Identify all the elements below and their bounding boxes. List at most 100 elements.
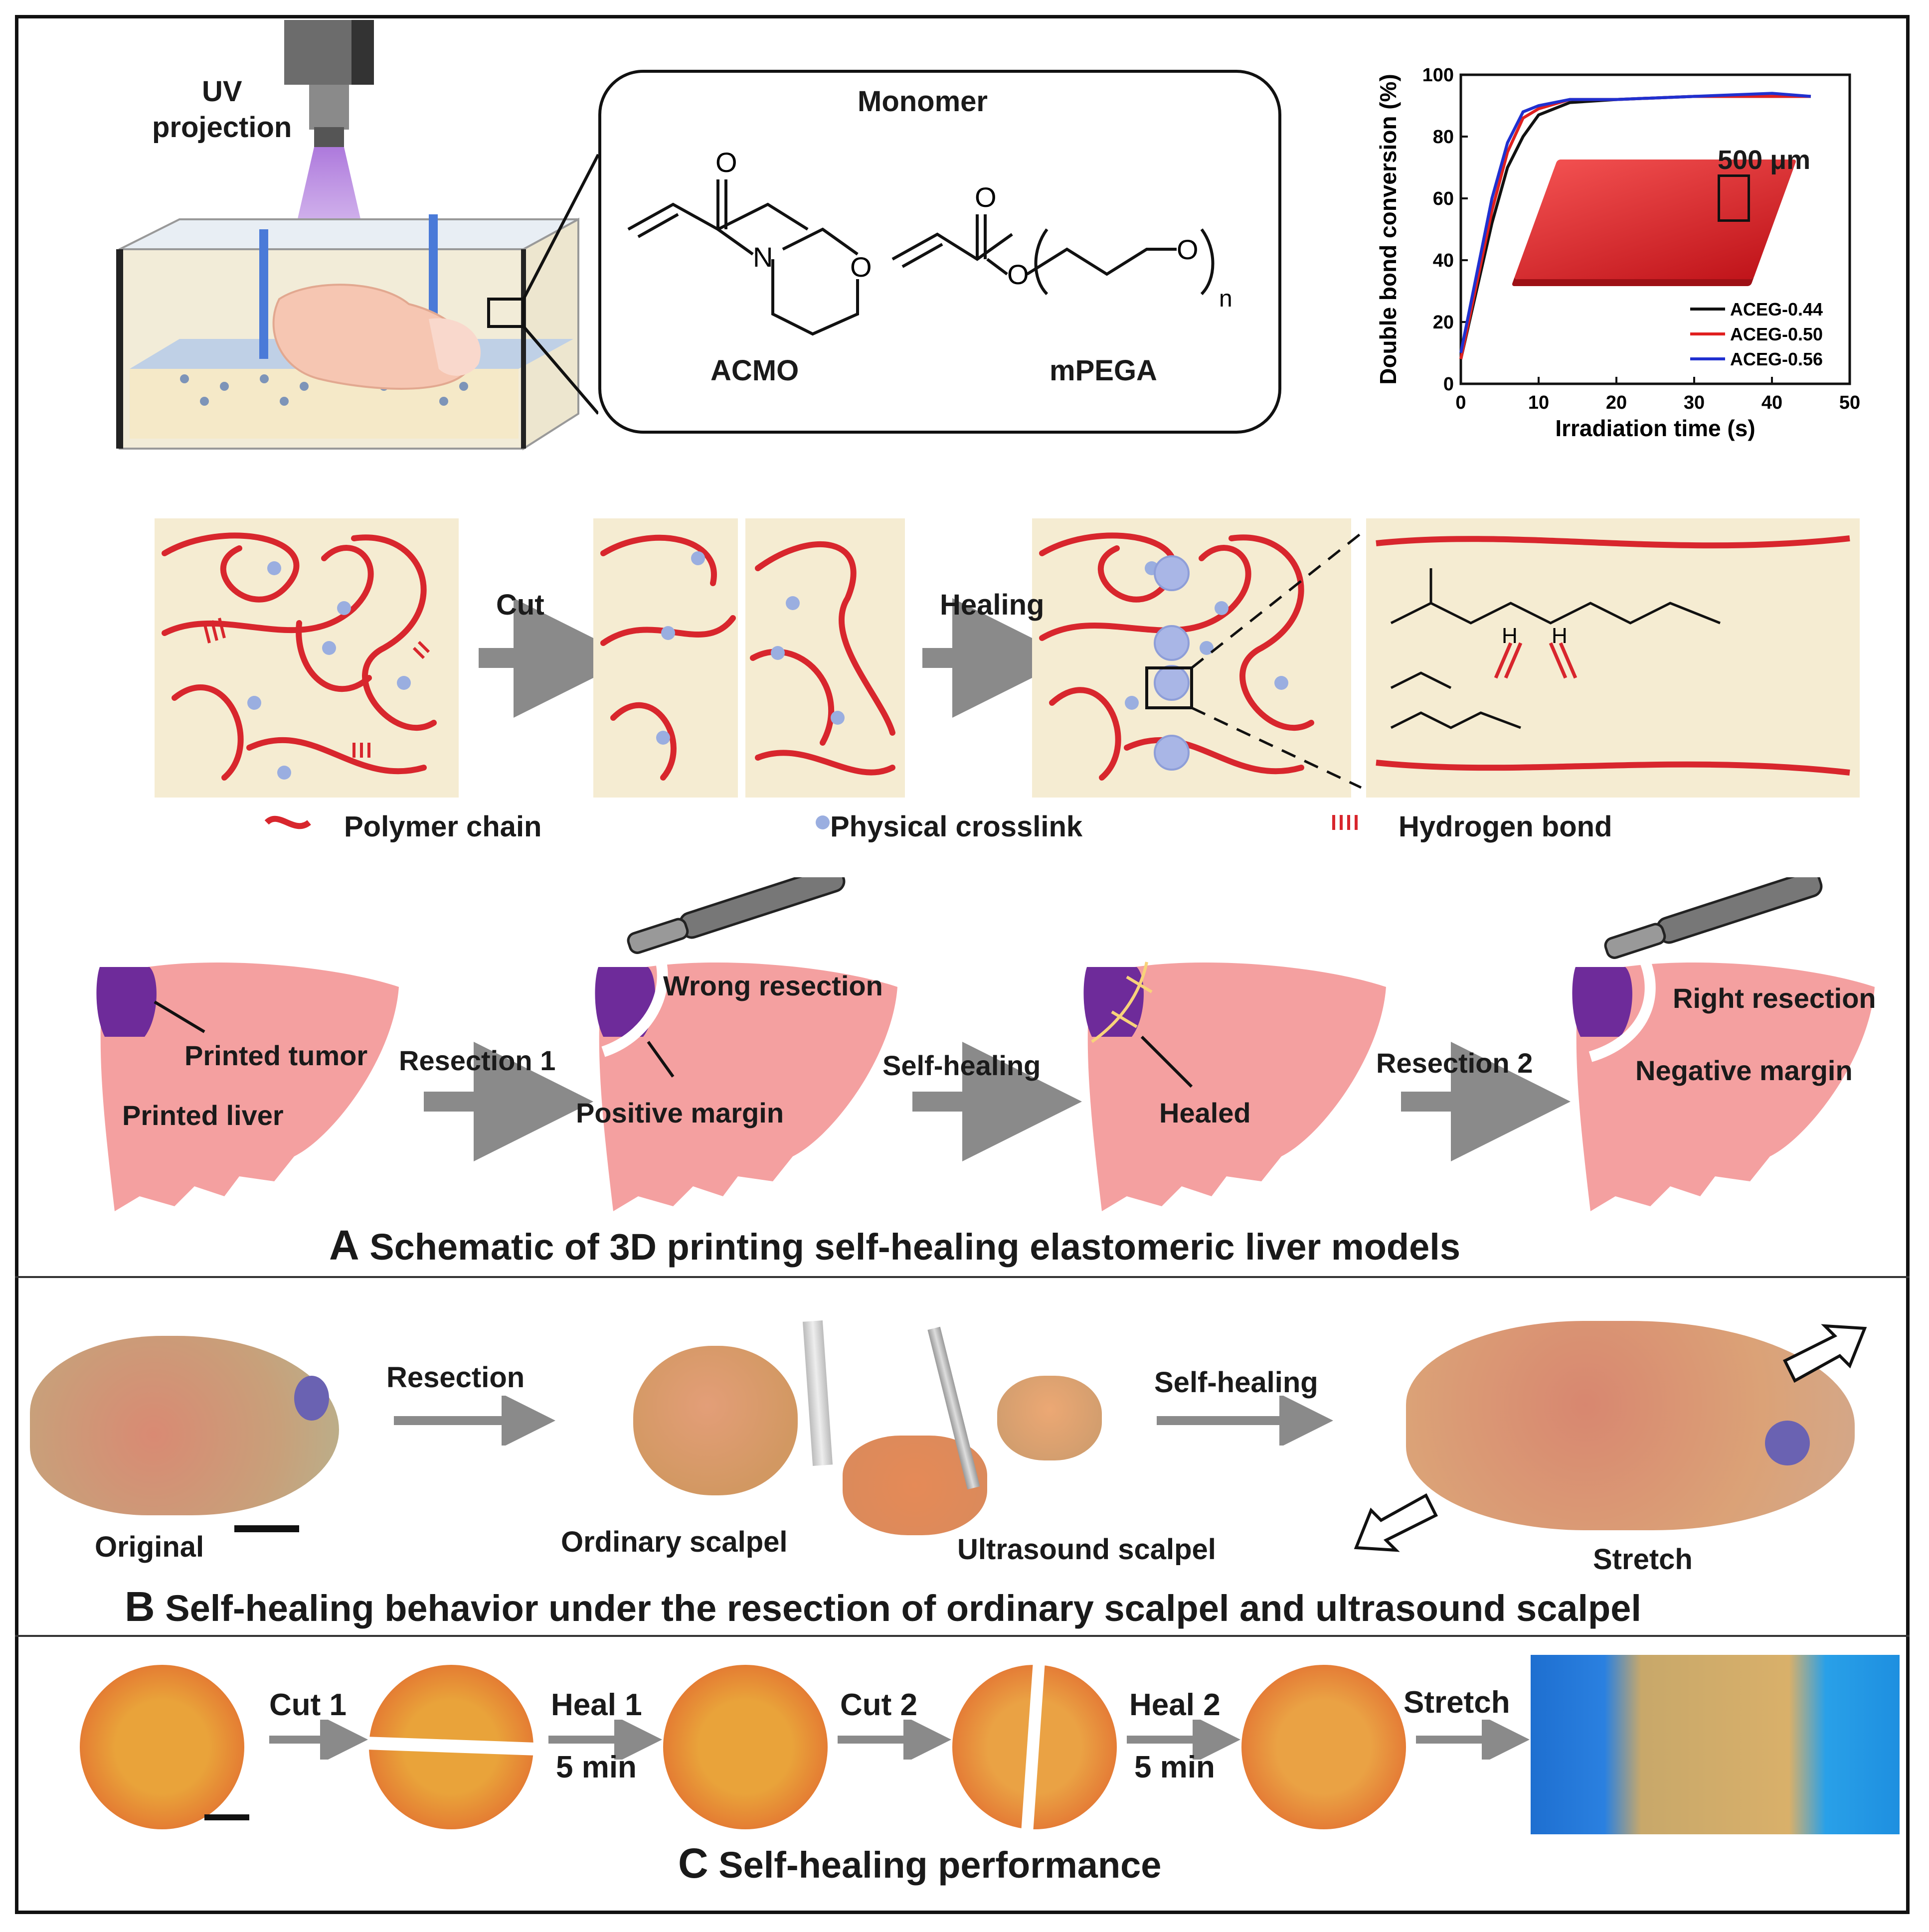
cut-2-label: Cut 2 <box>840 1688 917 1722</box>
heal-2-label: Heal 2 <box>1129 1688 1221 1722</box>
panel-b-arrows <box>394 1396 1333 1446</box>
stretch-b-label: Stretch <box>1593 1543 1693 1576</box>
uv-label-line2: projection <box>152 111 292 144</box>
panel-b-letter: B <box>125 1583 155 1630</box>
chart-y-axis-label: Double bond conversion (%) <box>1375 74 1401 385</box>
monomer-title: Monomer <box>858 85 988 118</box>
panel-a-caption-text: Schematic of 3D printing self-healing el… <box>369 1226 1460 1268</box>
heal-1-label: Heal 1 <box>551 1688 642 1722</box>
uv-label-line1: UV <box>202 75 242 108</box>
acmo-n-label: N <box>753 241 773 273</box>
legend-hbond-label: Hydrogen bond <box>1399 810 1612 843</box>
cut-arrow-label: Cut <box>496 589 544 621</box>
monomer-mpega-label: mPEGA <box>1050 354 1157 387</box>
scale-bar-c <box>204 1814 249 1820</box>
mpega-o-label: O <box>975 181 997 213</box>
legend-label-ACEG-0.56: ACEG-0.56 <box>1730 349 1823 369</box>
x-tick-label: 0 <box>1455 392 1466 413</box>
divider-a-b <box>15 1276 1910 1278</box>
panel-c-caption: C Self-healing performance <box>678 1839 1161 1888</box>
disc-heal2-photo <box>1241 1665 1406 1829</box>
divider-b-c <box>15 1635 1910 1637</box>
stretch-arrow-left-icon <box>1354 1493 1438 1552</box>
healed-label: Healed <box>1159 1097 1251 1128</box>
resection-1-label: Resection 1 <box>399 1045 556 1076</box>
chart-x-axis-label: Irradiation time (s) <box>1555 415 1755 441</box>
x-tick-label: 20 <box>1606 392 1627 413</box>
monomer-acmo-label: ACMO <box>710 354 799 387</box>
y-tick-label: 100 <box>1422 65 1454 86</box>
mpega-n-subscript: n <box>1219 286 1232 312</box>
y-tick-label: 40 <box>1433 250 1454 271</box>
heal-2-time-label: 5 min <box>1134 1750 1215 1784</box>
y-tick-label: 0 <box>1443 374 1454 395</box>
panel-c-letter: C <box>678 1840 708 1887</box>
self-healing-label: Self-healing <box>882 1050 1041 1081</box>
stretch-arrow-right-icon <box>1782 1324 1867 1383</box>
acmo-o-label: O <box>715 147 737 178</box>
y-tick-label: 60 <box>1433 188 1454 209</box>
original-b-label: Original <box>95 1531 204 1563</box>
positive-margin-label: Positive margin <box>576 1097 784 1128</box>
stretch-arrows <box>1354 1324 1867 1552</box>
legend-crosslink-swatch <box>816 815 830 829</box>
stretch-c-label: Stretch <box>1403 1685 1510 1720</box>
stretch-c-photo <box>1531 1655 1900 1834</box>
resection-2-label: Resection 2 <box>1376 1047 1533 1079</box>
acmo-ring-o-label: O <box>850 251 872 283</box>
disc-original-photo <box>80 1665 244 1829</box>
healing-arrow-label: Healing <box>940 589 1045 621</box>
printed-tumor-label: Printed tumor <box>184 1040 368 1071</box>
x-tick-label: 40 <box>1761 392 1782 413</box>
wrong-resection-label: Wrong resection <box>663 970 883 1001</box>
panel-a-letter: A <box>329 1222 359 1269</box>
scale-box <box>1718 174 1750 222</box>
micropillar-array-image <box>1514 160 1797 279</box>
hbond-h-right: H <box>1552 624 1568 648</box>
hbond-h-left: H <box>1502 624 1518 648</box>
series-line-ACEG-0.56 <box>1459 92 1811 353</box>
self-healing-b-label: Self-healing <box>1154 1366 1318 1399</box>
liver-resection-schematic <box>96 877 1875 1211</box>
legend-polymer-label: Polymer chain <box>344 810 542 843</box>
monomer-box <box>598 70 1281 434</box>
scale-bar-b <box>234 1525 299 1532</box>
resected-right-photo <box>997 1376 1102 1460</box>
x-tick-label: 30 <box>1684 392 1705 413</box>
y-tick-label: 20 <box>1433 312 1454 333</box>
mpega-ether-o-label: O <box>1177 234 1199 265</box>
monomer-structures: O N O O O O n <box>627 147 1232 336</box>
y-tick-label: 80 <box>1433 127 1454 148</box>
legend-label-ACEG-0.50: ACEG-0.50 <box>1730 324 1823 344</box>
x-tick-label: 50 <box>1839 392 1860 413</box>
panel-a-caption: A Schematic of 3D printing self-healing … <box>329 1221 1460 1270</box>
chart-plot-frame <box>1459 73 1851 385</box>
panel-c-caption-text: Self-healing performance <box>718 1844 1162 1886</box>
legend-crosslink-label: Physical crosslink <box>830 810 1083 843</box>
legend-polymer-swatch <box>264 815 311 829</box>
uv-printer-illustration <box>116 20 598 451</box>
panel-b-caption: B Self-healing behavior under the resect… <box>125 1583 1641 1631</box>
stretched-tumor-photo <box>1765 1421 1810 1465</box>
resected-left-photo <box>633 1346 798 1495</box>
chart-scale-label: 500 μm <box>1718 145 1811 175</box>
heal-1-time-label: 5 min <box>556 1750 637 1784</box>
cut-1-label: Cut 1 <box>269 1688 347 1722</box>
disc-heal1-photo <box>663 1665 828 1829</box>
ordinary-scalpel-label: Ordinary scalpel <box>561 1526 788 1558</box>
original-tumor-photo <box>294 1376 329 1421</box>
resection-b-label: Resection <box>386 1361 525 1394</box>
figure-frame <box>15 15 1910 1914</box>
panel-b-caption-text: Self-healing behavior under the resectio… <box>165 1588 1641 1629</box>
panel-c-arrows <box>269 1720 1530 1760</box>
right-resection-label: Right resection <box>1673 982 1876 1014</box>
legend-label-ACEG-0.44: ACEG-0.44 <box>1730 299 1823 320</box>
network-schematic: H H <box>155 518 1860 830</box>
legend-hbond-swatch <box>1332 815 1358 830</box>
negative-margin-label: Negative margin <box>1635 1055 1853 1086</box>
printed-liver-label: Printed liver <box>122 1100 284 1131</box>
original-liver-photo <box>30 1336 339 1515</box>
x-tick-label: 10 <box>1528 392 1549 413</box>
mpega-ester-o-label: O <box>1007 259 1029 290</box>
